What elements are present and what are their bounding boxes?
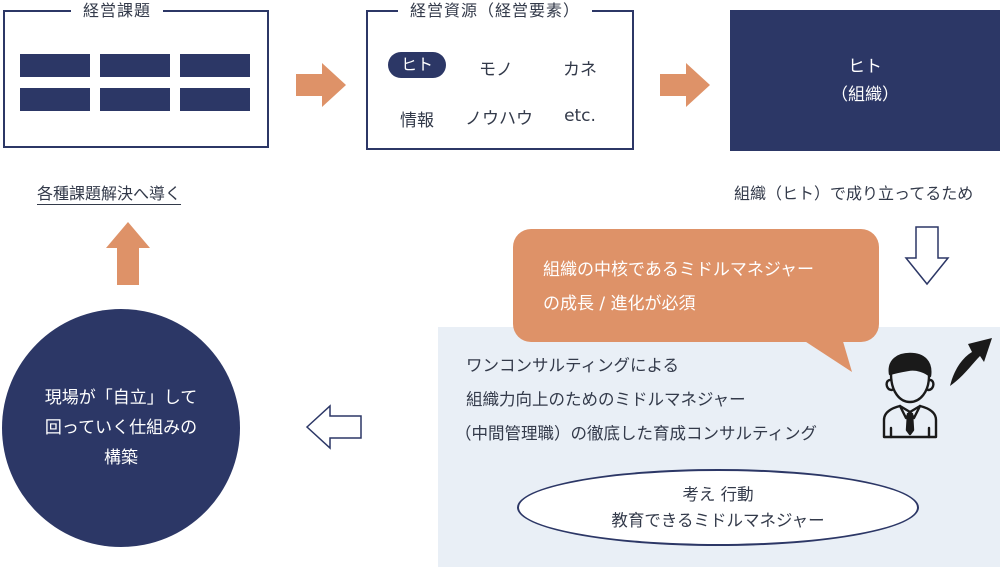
arrow-down-icon — [904, 226, 950, 286]
issue-bar — [20, 88, 90, 111]
resource-item-etc: etc. — [564, 106, 596, 126]
people-label: ヒト — [848, 56, 882, 77]
resource-item-knowhow: ノウハウ — [465, 109, 533, 129]
consulting-line: ワンコンサルティングによる — [466, 356, 680, 375]
issue-bar — [180, 88, 250, 111]
resources-title: 経営資源（経営要素） — [398, 0, 593, 22]
ellipse-line: 教育できるミドルマネジャー — [611, 510, 825, 530]
circle-line: 回っていく仕組みの — [44, 418, 198, 438]
circle-line: 現場が「自立」して — [44, 388, 198, 408]
bubble-line: の成長 / 進化が必須 — [543, 294, 696, 314]
issues-box: 経営課題 — [3, 0, 269, 148]
issue-bar — [180, 54, 250, 77]
resource-item-kane: カネ — [563, 60, 597, 80]
arrow-right-icon — [296, 63, 346, 107]
bubble-tail — [800, 338, 852, 372]
middle-manager-ellipse: 考え 行動 教育できるミドルマネジャー — [517, 469, 919, 546]
organization-caption: 組織（ヒト）で成り立ってるため — [734, 184, 974, 203]
arrow-right-icon — [660, 63, 710, 107]
curved-up-arrow-icon — [950, 338, 992, 386]
resource-item-hito: ヒト — [388, 52, 446, 78]
consulting-line: （中間管理職）の徹底した育成コンサルティング — [455, 424, 818, 443]
bubble-line: 組織の中核であるミドルマネジャー — [543, 260, 814, 280]
arrow-left-icon — [305, 404, 362, 450]
people-box: ヒト （組織） — [730, 10, 1000, 151]
issue-bar — [100, 54, 170, 77]
businessman-icon — [882, 352, 938, 439]
self-reliance-circle: 現場が「自立」して 回っていく仕組みの 構築 — [2, 309, 240, 547]
speech-bubble: 組織の中核であるミドルマネジャー の成長 / 進化が必須 — [513, 229, 879, 342]
issue-bar — [20, 54, 90, 77]
solve-issues-caption: 各種課題解決へ導く — [37, 184, 182, 203]
consulting-line: 組織力向上のためのミドルマネジャー — [466, 390, 746, 409]
arrow-up-icon — [106, 222, 150, 285]
resources-box: 経営資源（経営要素） ヒト モノ カネ 情報 ノウハウ etc. — [366, 0, 634, 150]
issues-title: 経営課題 — [71, 0, 164, 22]
circle-line: 構築 — [104, 448, 138, 468]
issue-bar — [100, 88, 170, 111]
organization-label: （組織） — [831, 84, 899, 105]
resource-item-info: 情報 — [400, 111, 434, 131]
ellipse-line: 考え 行動 — [682, 484, 754, 504]
resource-item-mono: モノ — [479, 60, 513, 80]
